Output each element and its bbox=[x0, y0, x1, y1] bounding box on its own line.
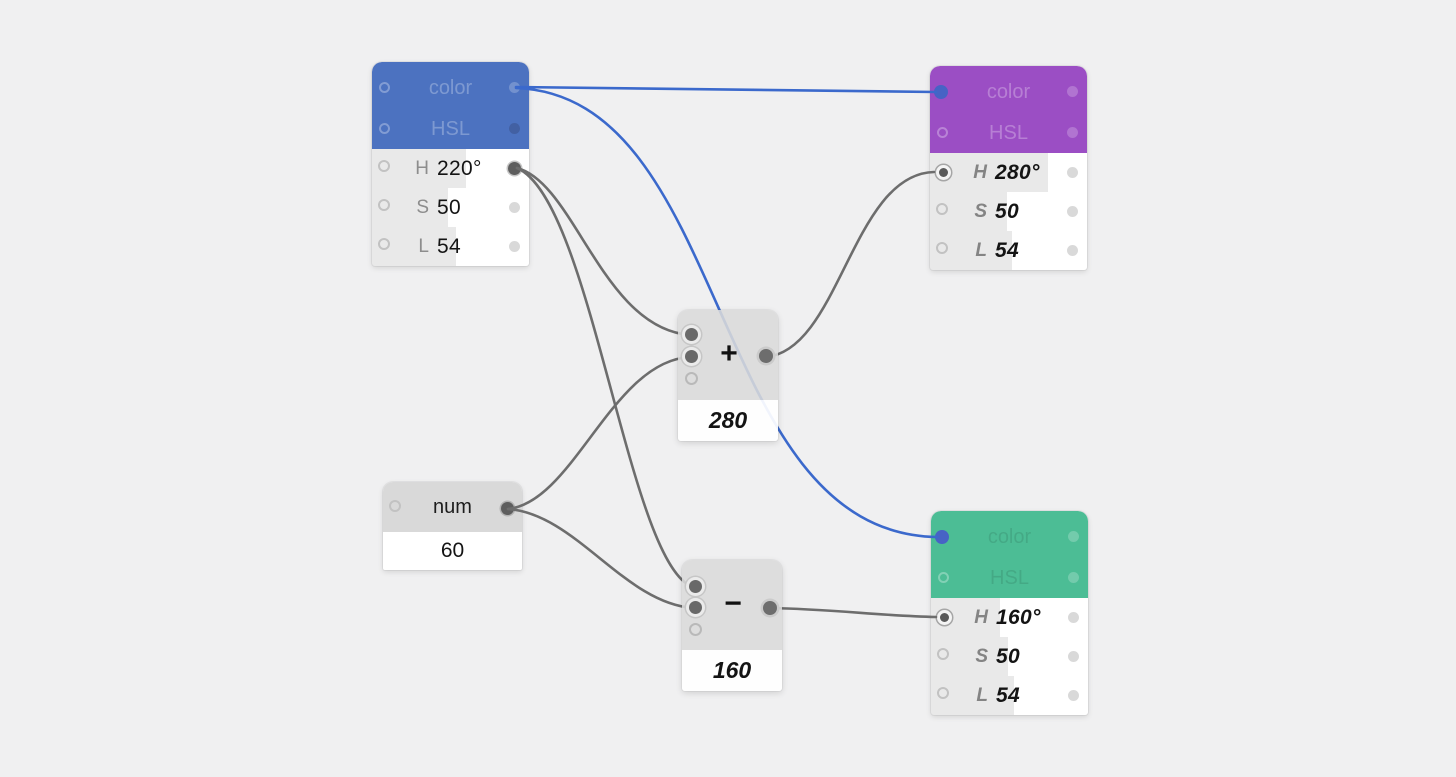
port-l-output[interactable] bbox=[1067, 245, 1078, 256]
hsl-row-l: L 54 bbox=[930, 231, 1087, 270]
port-color-input[interactable] bbox=[379, 82, 390, 93]
hsl-row-l: L 54 bbox=[372, 227, 529, 266]
row-value: 280° bbox=[995, 161, 1040, 184]
wire-h-to-add[interactable] bbox=[515, 166, 692, 337]
row-label: H bbox=[973, 162, 987, 183]
port-color-output[interactable] bbox=[1067, 86, 1078, 97]
port-h-output[interactable] bbox=[1068, 612, 1079, 623]
port-color-input[interactable] bbox=[934, 85, 948, 99]
port-hsl-output[interactable] bbox=[1067, 127, 1078, 138]
row-label: S bbox=[974, 201, 987, 222]
port-color-output[interactable] bbox=[1068, 531, 1079, 542]
port-s-output[interactable] bbox=[509, 202, 520, 213]
row-value: 54 bbox=[995, 239, 1019, 262]
add-symbol: + bbox=[720, 337, 738, 370]
port-add-output[interactable] bbox=[759, 349, 773, 363]
color-swatch: color HSL bbox=[930, 66, 1087, 153]
node-subtract[interactable]: − 160 bbox=[682, 560, 782, 691]
wire-num-to-add[interactable] bbox=[506, 355, 692, 511]
port-h-input[interactable] bbox=[940, 613, 949, 622]
row-label: L bbox=[976, 685, 988, 706]
swatch-subtitle-label: HSL bbox=[431, 118, 470, 140]
port-s-output[interactable] bbox=[1067, 206, 1078, 217]
port-color-input[interactable] bbox=[935, 530, 949, 544]
row-label: H bbox=[415, 158, 429, 179]
wire-subtract-to-green-h[interactable] bbox=[767, 606, 938, 619]
port-subtract-input-1[interactable] bbox=[689, 580, 702, 593]
port-num-input[interactable] bbox=[389, 500, 401, 512]
swatch-subtitle-label: HSL bbox=[990, 567, 1029, 589]
subtract-symbol: − bbox=[724, 587, 742, 620]
row-value: 160° bbox=[996, 606, 1041, 629]
port-h-output[interactable] bbox=[508, 162, 521, 175]
port-subtract-input-3[interactable] bbox=[689, 623, 702, 636]
hsl-row-s: S 50 bbox=[931, 637, 1088, 676]
node-color-green[interactable]: H 160° S 50 L 54 color HSL bbox=[931, 511, 1088, 715]
port-add-input-1[interactable] bbox=[685, 328, 698, 341]
wire-color-to-purple[interactable] bbox=[514, 85, 938, 94]
port-hsl-output[interactable] bbox=[1068, 572, 1079, 583]
hsl-row-h: H 160° bbox=[931, 598, 1088, 637]
node-num[interactable]: num 60 bbox=[383, 482, 522, 570]
num-header bbox=[383, 482, 522, 532]
port-num-output[interactable] bbox=[501, 502, 514, 515]
num-label: num bbox=[433, 496, 472, 518]
row-value[interactable]: 220° bbox=[437, 157, 482, 180]
row-label: S bbox=[416, 197, 429, 218]
port-l-output[interactable] bbox=[509, 241, 520, 252]
hsl-row-s: S 50 bbox=[930, 192, 1087, 231]
hsl-row-h: H 220° bbox=[372, 149, 529, 188]
num-value-field[interactable]: 60 bbox=[440, 539, 465, 562]
wire-add-to-purple-h[interactable] bbox=[764, 170, 936, 359]
add-result-field: 280 bbox=[678, 400, 778, 441]
port-l-input[interactable] bbox=[937, 687, 949, 699]
swatch-title-label: color bbox=[987, 526, 1032, 548]
port-add-input-2[interactable] bbox=[685, 350, 698, 363]
hsl-row-s: S 50 bbox=[372, 188, 529, 227]
port-subtract-input-2[interactable] bbox=[689, 601, 702, 614]
row-label: L bbox=[418, 236, 429, 257]
port-subtract-output[interactable] bbox=[763, 601, 777, 615]
swatch-subtitle-label: HSL bbox=[989, 122, 1028, 144]
hsl-row-h: H 280° bbox=[930, 153, 1087, 192]
row-label: L bbox=[975, 240, 987, 261]
row-value[interactable]: 50 bbox=[437, 196, 461, 219]
port-hsl-input[interactable] bbox=[937, 127, 948, 138]
port-h-output[interactable] bbox=[1067, 167, 1078, 178]
port-add-input-3[interactable] bbox=[685, 372, 698, 385]
color-swatch: color HSL bbox=[931, 511, 1088, 598]
row-label: H bbox=[974, 607, 988, 628]
port-h-input[interactable] bbox=[378, 160, 390, 172]
hsl-row-l: L 54 bbox=[931, 676, 1088, 715]
port-hsl-input[interactable] bbox=[938, 572, 949, 583]
node-color-purple[interactable]: H 280° S 50 L 54 color HSL bbox=[930, 66, 1087, 270]
port-s-input[interactable] bbox=[378, 199, 390, 211]
port-hsl-input[interactable] bbox=[379, 123, 390, 134]
node-color-blue[interactable]: H 220° S 50 L 54 color HSL bbox=[372, 62, 529, 266]
row-value: 54 bbox=[996, 684, 1020, 707]
port-s-input[interactable] bbox=[937, 648, 949, 660]
port-color-output[interactable] bbox=[509, 82, 520, 93]
port-h-input[interactable] bbox=[939, 168, 948, 177]
wire-h-to-subtract[interactable] bbox=[515, 166, 695, 589]
row-value: 50 bbox=[995, 200, 1019, 223]
port-l-input[interactable] bbox=[378, 238, 390, 250]
swatch-title-label: color bbox=[428, 77, 473, 99]
row-value[interactable]: 54 bbox=[437, 235, 461, 258]
wire-num-to-subtract[interactable] bbox=[506, 507, 695, 610]
port-l-output[interactable] bbox=[1068, 690, 1079, 701]
swatch-title-label: color bbox=[986, 81, 1031, 103]
row-value: 50 bbox=[996, 645, 1020, 668]
node-add[interactable]: + 280 bbox=[678, 310, 778, 441]
color-swatch: color HSL bbox=[372, 62, 529, 149]
row-label: S bbox=[975, 646, 988, 667]
port-s-output[interactable] bbox=[1068, 651, 1079, 662]
port-hsl-output[interactable] bbox=[509, 123, 520, 134]
subtract-result-field: 160 bbox=[682, 650, 782, 691]
